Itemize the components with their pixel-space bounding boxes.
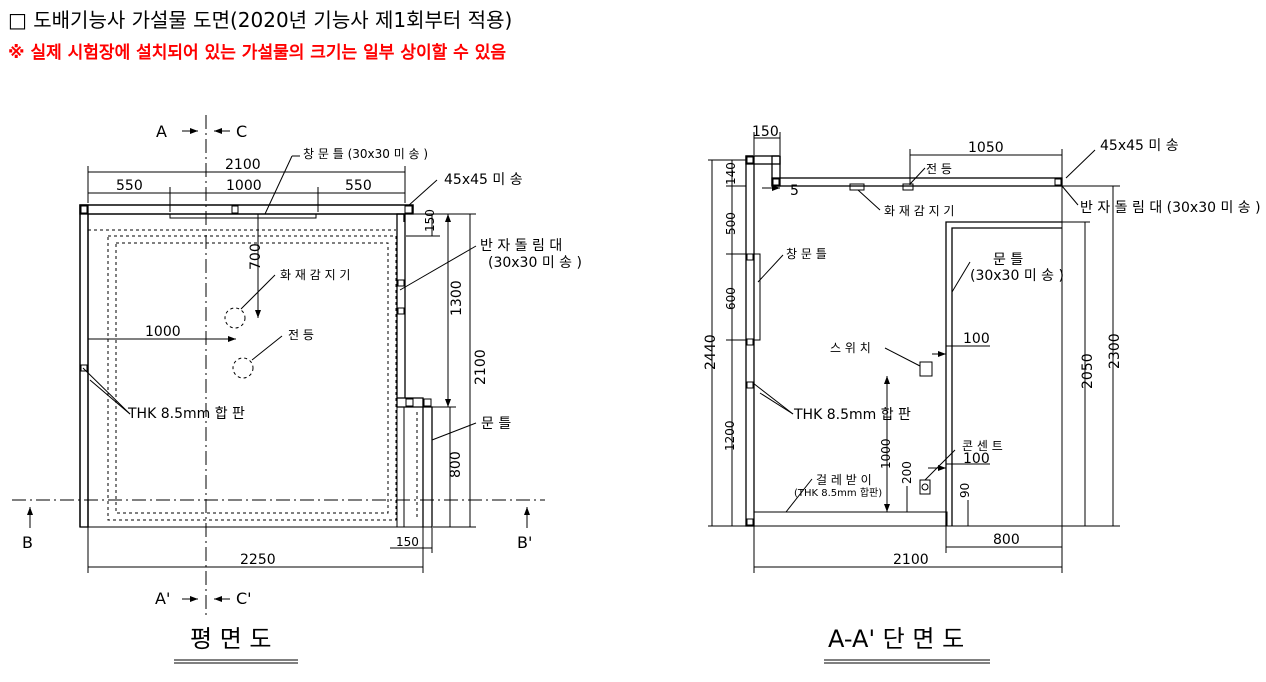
section-label-45x45: 45x45 미 송 [1100,138,1179,154]
section-marker-a: A [156,122,167,141]
section-dim-100-b: 100 [963,451,990,467]
section-dim-2100: 2100 [893,552,929,568]
section-dim-1000: 1000 [879,438,893,469]
section-marker-a-prime: A' [155,589,170,608]
section-dim-140: 140 [724,162,738,185]
plan-label-molding-1: 반 자 돌 림 대 [480,238,562,254]
section-label-molding: 반 자 돌 림 대 (30x30 미 송 ) [1080,200,1261,216]
section-dim-2300: 2300 [1107,333,1123,369]
section-marker-c-prime: C' [236,589,252,608]
plan-dim-550-right: 550 [345,178,372,194]
plan-dim-1000-top: 1000 [226,178,262,194]
section-label-thk: THK 8.5mm 합 판 [793,407,911,423]
notice-text: ※ 실제 시험장에 설치되어 있는 가설물의 크기는 일부 상이할 수 있음 [8,43,506,63]
page-title: □ 도배기능사 가설물 도면(2020년 기능사 제1회부터 적용) [8,8,513,32]
plan-light [232,357,254,379]
section-switch [919,361,933,377]
section-marker-b-prime: B' [517,533,532,552]
plan-dim-2100-vertical: 2100 [473,349,489,385]
section-light [902,183,914,191]
section-marker-b: B [22,533,33,552]
section-dim-90: 90 [958,483,972,498]
section-label-baseboard-1: 걸 레 받 이 [816,473,872,487]
section-label-door-frame-2: (30x30 미 송 ) [970,268,1064,284]
plan-view: A C A' C' B B' [12,115,582,664]
plan-dim-800: 800 [448,451,464,478]
section-label-baseboard-2: (THK 8.5mm 합판) [794,487,882,499]
section-dim-200: 200 [900,461,914,484]
plan-fire-detector [224,307,246,329]
section-dim-5: 5 [790,183,799,199]
plan-dim-150-top: 150 [423,209,437,232]
section-fire-detector [849,183,865,191]
section-dim-600: 600 [724,287,738,310]
plan-dim-700: 700 [248,243,264,270]
section-dim-2050: 2050 [1080,353,1096,389]
plan-label-window-frame: 창 문 틀 (30x30 미 송 ) [303,147,428,161]
plan-dim-2100: 2100 [225,157,261,173]
plan-label-light: 전 등 [288,328,314,342]
plan-label-fire-detector: 화 재 감 지 기 [280,268,350,282]
section-label-door-frame-1: 문 틀 [993,252,1023,268]
section-caption: A-A' 단 면 도 [828,625,964,653]
section-label-fire-detector: 화 재 감 지 기 [884,204,954,218]
section-dim-500: 500 [724,212,738,235]
plan-dim-550-left: 550 [116,178,143,194]
section-view: 150 1050 45x45 미 송 전 등 5 화 재 감 지 기 반 자 돌… [703,124,1261,664]
section-dim-150: 150 [752,124,779,140]
section-dim-1050: 1050 [968,140,1004,156]
section-label-outlet: 콘 센 트 [962,439,1003,453]
section-dim-1200: 1200 [723,420,737,451]
plan-caption: 평 면 도 [190,625,272,653]
plan-label-door-frame: 문 틀 [481,416,511,432]
plan-label-molding-2: (30x30 미 송 ) [488,255,582,271]
plan-dim-1000-horizontal: 1000 [145,324,181,340]
plan-label-thk: THK 8.5mm 합 판 [127,406,245,422]
plan-window-frame [169,213,317,219]
section-label-light: 전 등 [926,162,952,176]
section-dim-800: 800 [993,532,1020,548]
plan-ceiling-molding-outline [107,235,397,521]
section-ceiling [771,177,1063,187]
section-window-frame [753,253,761,341]
section-dim-2440: 2440 [703,334,719,370]
section-label-window-frame: 창 문 틀 [786,247,827,261]
plan-dim-1300: 1300 [449,280,465,316]
section-label-switch: 스 위 치 [830,341,871,355]
plan-dim-2250: 2250 [240,552,276,568]
plan-label-45x45: 45x45 미 송 [444,172,523,188]
section-marker-c: C [236,122,247,141]
plan-dim-150-bottom: 150 [396,535,419,549]
section-dim-100-a: 100 [963,331,990,347]
